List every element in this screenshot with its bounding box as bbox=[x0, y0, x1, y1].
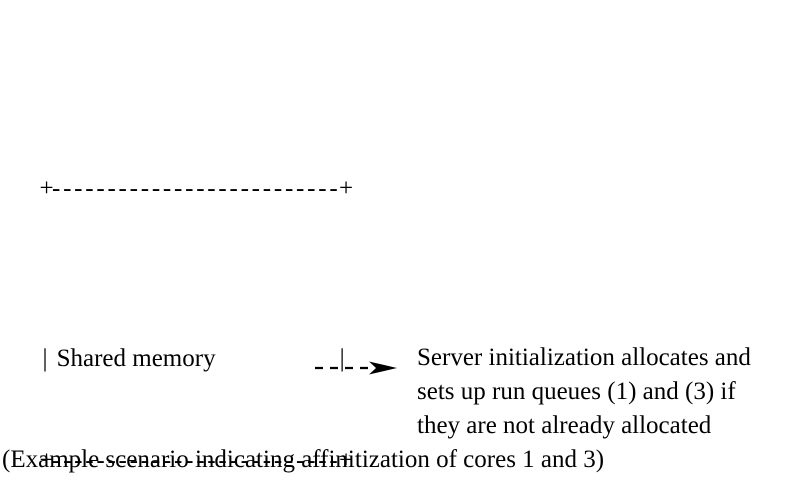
dash-glyph: - bbox=[185, 175, 194, 202]
dash-glyph: - bbox=[162, 175, 172, 202]
dash-glyph: - bbox=[240, 175, 249, 202]
dash-glyph: - bbox=[85, 175, 94, 202]
server-instance-top-border: +--------------------------+ bbox=[2, 410, 354, 474]
dash-glyph: - bbox=[174, 175, 183, 202]
dash-glyph: - bbox=[85, 447, 94, 474]
dash-glyph: - bbox=[96, 175, 105, 202]
dash-glyph: - bbox=[229, 175, 238, 202]
figure-caption: (Example scenario indicating affinitizat… bbox=[2, 446, 605, 473]
dash-glyph: - bbox=[307, 175, 316, 202]
corner-glyph: + bbox=[39, 447, 54, 474]
dash-glyph: - bbox=[196, 447, 205, 474]
dash-glyph: - bbox=[318, 447, 327, 474]
shared-memory-title: Shared memory bbox=[56, 345, 216, 372]
dash-glyph: - bbox=[107, 447, 116, 474]
shared-memory-box: +--------------------------+ |Shared mem… bbox=[2, 2, 354, 483]
dashed-arrow-right-icon bbox=[313, 361, 401, 375]
server-instance-box: +--------------------------+ |Server ins… bbox=[2, 274, 354, 483]
dash-glyph: - bbox=[284, 447, 294, 474]
dash-glyph: - bbox=[251, 447, 260, 474]
dash-glyph: - bbox=[74, 175, 83, 202]
dash-glyph: - bbox=[196, 175, 205, 202]
dash-glyph: - bbox=[262, 447, 272, 474]
dash-glyph: - bbox=[284, 175, 294, 202]
dash-glyph: - bbox=[251, 175, 260, 202]
dash-glyph: - bbox=[74, 447, 83, 474]
dash-glyph: - bbox=[329, 447, 338, 474]
dash-glyph: - bbox=[140, 175, 150, 202]
annotation-line-1: Server initialization allocates and bbox=[417, 344, 751, 371]
dash-glyph: - bbox=[262, 175, 272, 202]
shared-memory-title-row: | Shared memory | bbox=[2, 308, 350, 372]
dash-glyph: - bbox=[273, 447, 283, 474]
shared-memory-top-border: +--------------------------+ bbox=[2, 138, 354, 202]
dash-glyph: - bbox=[207, 447, 216, 474]
dash-glyph: - bbox=[185, 447, 194, 474]
dash-glyph: - bbox=[318, 175, 327, 202]
dash-glyph: - bbox=[329, 175, 338, 202]
dash-glyph: - bbox=[96, 447, 105, 474]
right-border-glyph: | bbox=[339, 345, 345, 372]
horizontal-rule: -------------------------- bbox=[51, 444, 339, 478]
dash-glyph: - bbox=[296, 447, 305, 474]
dash-glyph: - bbox=[129, 175, 138, 202]
dash-glyph: - bbox=[51, 447, 61, 474]
dash-glyph: - bbox=[229, 447, 238, 474]
dash-glyph: - bbox=[151, 447, 161, 474]
dash-glyph: - bbox=[240, 447, 249, 474]
dash-glyph: - bbox=[118, 175, 127, 202]
dash-glyph: - bbox=[63, 447, 72, 474]
dash-glyph: - bbox=[307, 447, 316, 474]
left-border-glyph: | bbox=[42, 345, 48, 372]
annotation-line-3: they are not already allocated bbox=[417, 412, 712, 439]
dash-glyph: - bbox=[218, 447, 227, 474]
dash-glyph: - bbox=[273, 175, 283, 202]
dash-glyph: - bbox=[151, 175, 161, 202]
dash-glyph: - bbox=[218, 175, 227, 202]
corner-glyph: + bbox=[339, 175, 354, 202]
dash-glyph: - bbox=[296, 175, 305, 202]
dash-glyph: - bbox=[162, 447, 172, 474]
dash-glyph: - bbox=[129, 447, 138, 474]
corner-glyph: + bbox=[39, 175, 54, 202]
dash-glyph: - bbox=[63, 175, 72, 202]
corner-glyph: + bbox=[339, 447, 354, 474]
dash-glyph: - bbox=[118, 447, 127, 474]
dash-glyph: - bbox=[107, 175, 116, 202]
dash-glyph: - bbox=[174, 447, 183, 474]
annotation-line-2: sets up run queues (1) and (3) if bbox=[417, 378, 736, 405]
horizontal-rule: -------------------------- bbox=[51, 172, 339, 206]
dash-glyph: - bbox=[51, 175, 61, 202]
dash-glyph: - bbox=[140, 447, 150, 474]
annotation-text: Server initialization allocates and sets… bbox=[417, 341, 809, 443]
dash-glyph: - bbox=[207, 175, 216, 202]
